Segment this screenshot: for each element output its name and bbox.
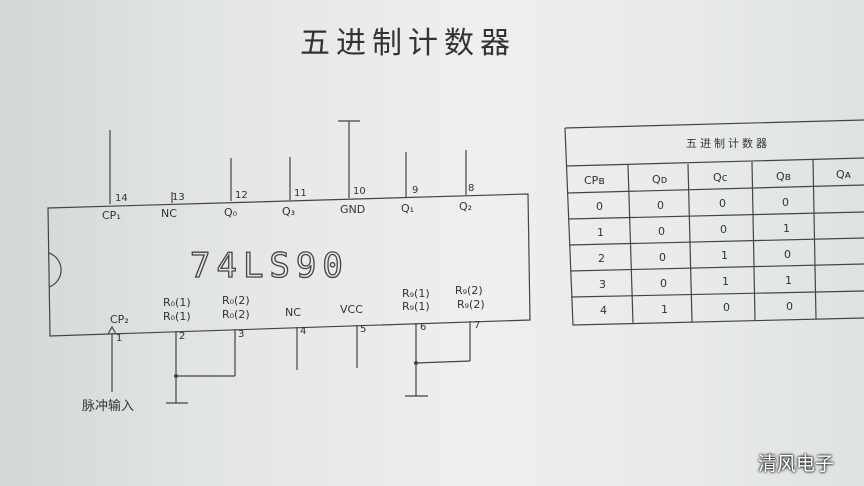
- table-col-divider-4: [812, 159, 817, 320]
- pin-3-label: R₀(2): [222, 308, 250, 321]
- table-header-cpb: CPʙ: [584, 174, 605, 187]
- pin-1-clock-mark: [107, 325, 117, 335]
- table-cell: 0: [723, 301, 730, 314]
- pin-13-number: 13: [172, 192, 185, 203]
- pin-12-number: 12: [235, 190, 248, 201]
- pin-7-number: 7: [474, 320, 480, 331]
- table-cell: 2: [598, 252, 605, 265]
- pin-4-number: 4: [300, 326, 306, 337]
- table-cell: 0: [660, 277, 667, 290]
- table-cell: 0: [596, 200, 603, 213]
- table-cell: 0: [786, 300, 793, 313]
- pin-1-number: 1: [116, 333, 122, 344]
- pin-9-number: 9: [412, 185, 418, 196]
- watermark-label: 清风电子: [757, 453, 834, 475]
- pin-14-label: CP₁: [102, 209, 121, 222]
- table-row-divider-4: [570, 290, 864, 298]
- table-header-qa: Qᴀ: [836, 168, 852, 181]
- table-col-divider-1: [627, 164, 634, 324]
- pin-12-label: Q₀: [224, 206, 238, 219]
- table-header-qc: Qᴄ: [713, 171, 728, 184]
- table-cell: 1: [597, 226, 604, 239]
- chip-notch: [48, 252, 62, 288]
- pulse-input-label: 脉冲输入: [82, 398, 134, 414]
- table-cell: 3: [599, 278, 606, 291]
- pin-2-label: R₀(1): [163, 310, 191, 323]
- table-header-qb: Qʙ: [776, 170, 791, 183]
- pin-6-label-top: R₉(1): [402, 287, 430, 300]
- pin-2-label-top: R₀(1): [163, 296, 191, 309]
- pin-7-label: R₉(2): [457, 298, 485, 311]
- junction-dot-left: [174, 374, 178, 378]
- table-cell: 0: [719, 197, 726, 210]
- table-cell: 1: [783, 222, 790, 235]
- pin-5-number: 5: [360, 324, 366, 335]
- table-title: 五进制计数器: [686, 137, 770, 150]
- pin-11-label: Q₃: [282, 205, 295, 218]
- table-row-divider-2: [568, 237, 864, 246]
- chip-label: 74LS90: [190, 246, 349, 286]
- table-cell: 1: [722, 275, 729, 288]
- top-pins: 14 13 12 11 10 9 8 CP₁ NC Q₀ Q₃ GND Q₁ Q…: [102, 120, 474, 222]
- table-col-divider-2: [687, 163, 693, 323]
- pin-8-label: Q₂: [459, 200, 472, 213]
- pin-3-label-top: R₀(2): [222, 294, 250, 307]
- table-header-divider: [566, 184, 864, 194]
- table-header-qd: Qᴅ: [652, 173, 668, 186]
- pin-7-label-top: R₉(2): [455, 284, 483, 297]
- page-title: 五进制计数器: [300, 26, 516, 61]
- bottom-pins: CP₂ R₀(1) R₀(1) R₀(2) R₀(2) NC VCC R₉(1)…: [82, 284, 485, 414]
- table-cell: 0: [782, 196, 789, 209]
- chip-outline: [47, 193, 531, 337]
- pin-4-label: NC: [285, 306, 301, 319]
- truth-table: 五进制计数器 CPʙ Qᴅ Qᴄ Qʙ Qᴀ 0 0 0 0 1 0 0 1 2…: [564, 119, 864, 326]
- pin-6-number: 6: [420, 322, 426, 333]
- table-row-divider-1: [567, 211, 864, 220]
- table-cell: 4: [600, 304, 607, 317]
- table-title-divider: [565, 157, 864, 167]
- table-cell: 0: [720, 223, 727, 236]
- table-cell: 0: [657, 199, 664, 212]
- pin-5-label: VCC: [340, 303, 363, 316]
- ic-74ls90: 74LS90: [47, 193, 531, 337]
- table-top-border: [564, 119, 864, 129]
- pin-9-label: Q₁: [401, 202, 414, 215]
- junction-dot-right: [414, 361, 418, 365]
- table-row-divider-3: [569, 263, 864, 272]
- table-cell: 1: [785, 274, 792, 287]
- pin-6-label: R₉(1): [402, 300, 430, 313]
- pin-3-number: 3: [238, 329, 244, 340]
- table-left-bottom-border: [564, 127, 864, 326]
- set9-tie-wire: [415, 360, 471, 364]
- table-cell: 1: [661, 303, 668, 316]
- table-col-divider-3: [751, 161, 756, 321]
- pin-2-number: 2: [179, 331, 185, 342]
- pin-10-number: 10: [353, 186, 366, 197]
- table-cell: 0: [784, 248, 791, 261]
- pin-8-number: 8: [468, 183, 474, 194]
- pin-13-label: NC: [161, 207, 177, 220]
- table-cell: 1: [721, 249, 728, 262]
- pin-11-number: 11: [294, 188, 307, 199]
- table-cell: 0: [659, 251, 666, 264]
- pin-1-label: CP₂: [110, 313, 129, 326]
- pin-10-label: GND: [340, 203, 365, 216]
- table-cell: 0: [658, 225, 665, 238]
- pin-14-number: 14: [115, 193, 128, 204]
